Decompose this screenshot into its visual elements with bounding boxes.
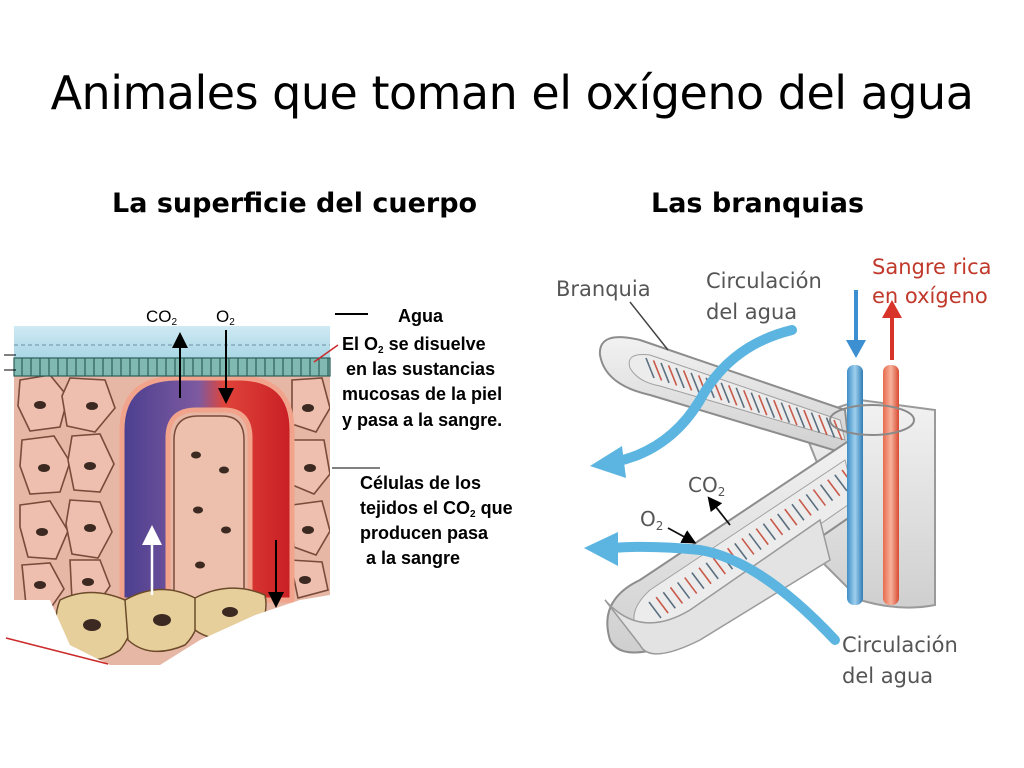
branquia-leader (629, 301, 669, 351)
label-sangre-1: Sangre rica (872, 255, 992, 279)
label-o2-gill: O2 (640, 507, 663, 533)
inner-tissue (173, 415, 245, 601)
label-branquia: Branquia (556, 277, 651, 301)
label-circ-bottom-2: del agua (842, 664, 933, 688)
slide-title: Animales que toman el oxígeno del agua (50, 66, 974, 120)
label-o2-top: O2 (216, 307, 235, 328)
lower-nuclei (83, 607, 238, 631)
cells-text-line3: producen pasa (360, 523, 489, 543)
label-sangre-2: en oxígeno (872, 284, 988, 308)
heading-gills: Las branquias (651, 188, 865, 219)
bottom-red-leader (5, 637, 109, 665)
o2-gill-arrow (667, 527, 697, 544)
water-layer (14, 326, 330, 358)
blood-vessel-loop (119, 375, 295, 603)
dissolve-leader (313, 344, 339, 363)
heading-body-surface: La superficie del cuerpo (112, 188, 478, 219)
body-surface-diagram: CO2 O2 Agua El O2 se disuelve en las sus… (4, 306, 513, 665)
label-co2-gill: CO2 (688, 473, 725, 499)
skin-layer (13, 357, 331, 377)
label-circ-top-1: Circulación (706, 269, 822, 293)
red-vessel (883, 365, 899, 605)
label-circ-top-2: del agua (706, 300, 797, 324)
label-agua: Agua (398, 306, 444, 326)
dissolve-text-line4: y pasa a la sangre. (342, 410, 502, 430)
blue-vessel (847, 365, 863, 605)
water-arrow-bottom (607, 541, 840, 645)
gills-diagram: Branquia Circulación del agua Sangre ric… (556, 255, 992, 688)
dissolve-text-line2: en las sustancias (346, 359, 495, 379)
cells-text-line1: Células de los (360, 473, 481, 493)
label-co2-top: CO2 (146, 307, 178, 328)
cells-text-line4: a la sangre (366, 548, 460, 568)
co2-gill-arrow (707, 496, 731, 526)
water-arrow-top (610, 325, 797, 467)
lower-flap (604, 518, 831, 655)
inner-nuclei (191, 451, 231, 569)
vessel-ring (829, 404, 915, 436)
dissolve-text-line3: mucosas de la piel (342, 384, 502, 404)
skin-tile-dividers (21, 358, 329, 376)
cell-nuclei (34, 401, 316, 589)
dissolve-text-line1: El O2 se disuelve (342, 334, 486, 356)
label-circ-bottom-1: Circulación (842, 633, 958, 657)
cells-text-line2: tejidos el CO2 que (360, 498, 513, 520)
